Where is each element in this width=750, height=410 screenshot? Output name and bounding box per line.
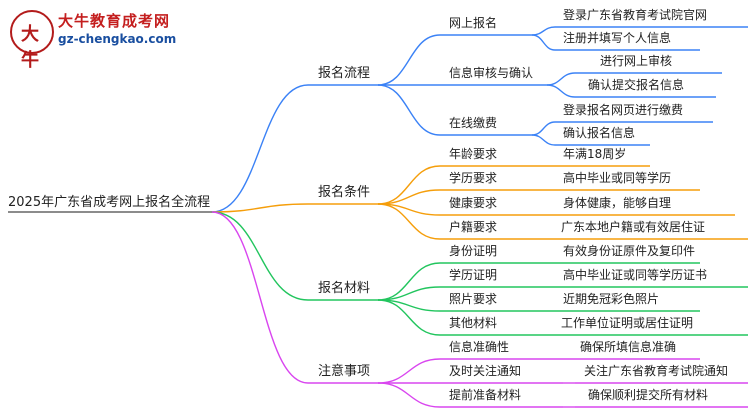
leaf-label: 确保顺利提交所有材料 (588, 387, 708, 402)
logo-title: 大牛教育成考网 (58, 12, 171, 30)
subtopic-label: 及时关注通知 (449, 363, 521, 378)
subtopic-label: 在线缴费 (449, 115, 497, 130)
branch-to-subtopic-connector (377, 299, 441, 336)
root-to-branch-connector (211, 203, 309, 213)
subtopic-label: 学历要求 (449, 170, 497, 185)
subtopic-label: 身份证明 (449, 243, 497, 258)
branch-to-subtopic-connector (377, 382, 441, 408)
logo-emblem: 大牛 (10, 10, 54, 71)
subtopic-label: 健康要求 (449, 195, 497, 210)
subtopic-label: 其他材料 (449, 316, 497, 330)
leaf-label: 确保所填信息准确 (580, 339, 676, 354)
branch-to-subtopic-connector (377, 262, 441, 301)
subtopic-label: 照片要求 (449, 292, 497, 306)
branch-to-subtopic-connector (377, 358, 441, 384)
leaf-label: 进行网上审核 (600, 53, 672, 68)
leaf-label: 登录广东省教育考试院官网 (563, 7, 707, 22)
subtopic-to-leaf-connector (531, 121, 556, 136)
root-to-branch-connector (211, 211, 309, 301)
leaf-label: 注册并填写个人信息 (563, 30, 671, 45)
subtopic-label: 提前准备材料 (449, 387, 521, 402)
leaf-label: 身体健康，能够自理 (563, 195, 671, 210)
subtopic-label: 信息准确性 (449, 339, 509, 354)
branch-to-subtopic-connector (377, 203, 441, 240)
subtopic-label: 学历证明 (449, 267, 497, 282)
branch-to-subtopic-connector (377, 189, 441, 205)
leaf-label: 有效身份证原件及复印件 (563, 243, 695, 258)
subtopic-label: 年龄要求 (449, 147, 497, 161)
leaf-label: 年满18周岁 (563, 146, 626, 161)
leaf-label: 高中毕业或同等学历 (563, 170, 671, 185)
subtopic-label: 户籍要求 (449, 219, 497, 234)
leaf-label: 工作单位证明或居住证明 (561, 315, 693, 330)
root-to-branch-connector (211, 84, 309, 213)
root-to-branch-connector (211, 211, 309, 384)
leaf-label: 关注广东省教育考试院通知 (584, 363, 728, 378)
branch-to-subtopic-connector (377, 84, 441, 136)
subtopic-label: 信息审核与确认 (449, 65, 533, 80)
branch-label: 报名材料 (318, 280, 370, 296)
leaf-label: 登录报名网页进行缴费 (563, 102, 683, 117)
branch-label: 报名条件 (318, 184, 370, 200)
subtopic-label: 网上报名 (449, 15, 497, 30)
leaf-label: 近期免冠彩色照片 (563, 291, 659, 306)
subtopic-to-leaf-connector (531, 134, 556, 146)
branch-label: 报名流程 (318, 65, 370, 81)
logo-mark: 大牛 (21, 24, 39, 71)
subtopic-to-leaf-connector (546, 84, 576, 98)
subtopic-to-leaf-connector (546, 72, 576, 86)
branch-to-subtopic-connector (377, 34, 441, 86)
branch-to-subtopic-connector (377, 165, 441, 205)
subtopic-to-leaf-connector (531, 26, 556, 36)
leaf-label: 确认提交报名信息 (588, 77, 684, 92)
leaf-label: 确认报名信息 (563, 125, 635, 140)
logo-url: gz-chengkao.com (58, 32, 177, 46)
site-logo[interactable]: 大牛 大牛教育成考网 gz-chengkao.com (6, 6, 206, 71)
branch-label: 注意事项 (318, 363, 370, 379)
root-node-label: 2025年广东省成考网上报名全流程 (8, 194, 210, 210)
leaf-label: 高中毕业证或同等学历证书 (563, 267, 707, 282)
leaf-label: 广东本地户籍或有效居住证 (561, 219, 705, 234)
subtopic-to-leaf-connector (531, 34, 556, 51)
